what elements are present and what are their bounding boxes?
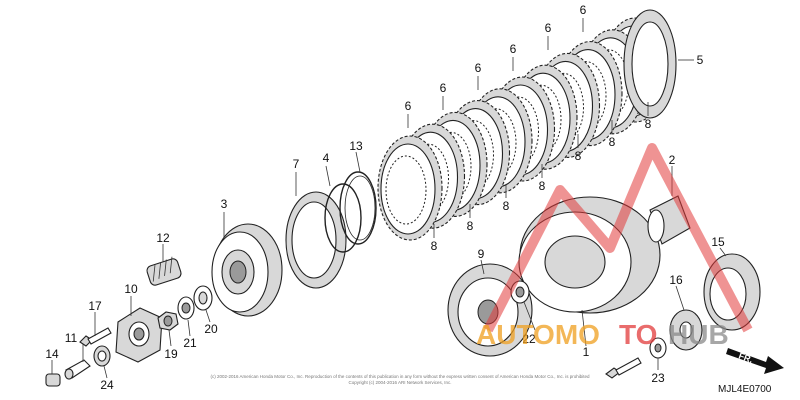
callout-10: 10 (124, 282, 138, 296)
part-callouts: 3 7 4 13 12 10 17 11 14 24 19 21 20 9 22… (45, 53, 725, 392)
direction-label: FR. (737, 350, 754, 364)
callout-6: 6 (475, 61, 482, 75)
watermark-logo (483, 143, 753, 333)
callout-8: 8 (467, 219, 474, 233)
callout-7: 7 (293, 157, 300, 171)
lifter-plate (115, 307, 163, 363)
bolt-17 (79, 327, 112, 347)
callout-8: 8 (645, 117, 652, 131)
callout-8: 8 (609, 135, 616, 149)
callout-21: 23 (651, 371, 665, 385)
watermark-text-part2: TO (619, 319, 657, 350)
callout-20: 20 (204, 322, 218, 336)
clutch-disc (377, 135, 443, 241)
washer-22 (177, 296, 195, 320)
callout-6: 6 (405, 99, 412, 113)
copyright-line-2: Copyright (c) 2004-2016 ARI Network Serv… (348, 380, 451, 385)
watermark-text-part1: AUTOMO (476, 319, 600, 350)
leader-lines (51, 59, 727, 379)
callout-6: 6 (545, 21, 552, 35)
callout-19: 19 (164, 347, 178, 361)
watermark-mountain-icon (483, 143, 753, 333)
callout-14: 14 (45, 347, 59, 361)
pressure-plate (285, 191, 347, 289)
clutch-plate-stack (377, 17, 668, 241)
callout-8: 8 (575, 149, 582, 163)
callout-15: 15 (711, 235, 725, 249)
bolt-right (605, 357, 642, 379)
callout-22: 21 (183, 336, 197, 350)
clutch-outer (518, 196, 661, 314)
callout-17: 17 (88, 299, 102, 313)
callout-23: 22 (522, 332, 536, 346)
copyright-line-1: (c) 2002-2016 American Honda Motor Co., … (211, 374, 590, 379)
clutch-spring (146, 256, 182, 286)
callout-12: 12 (156, 231, 170, 245)
clutch-outer-rear-plate (623, 9, 677, 119)
arrow-right-icon (726, 348, 784, 374)
rod-14 (45, 373, 61, 387)
callout-8: 8 (539, 179, 546, 193)
callout-3: 3 (221, 197, 228, 211)
callout-5: 5 (697, 53, 704, 67)
callout-24: 24 (100, 378, 114, 392)
pin-11 (64, 359, 91, 380)
lock-nut (157, 311, 179, 331)
spring-seat (324, 183, 362, 253)
diagram-code: MJL4E0700 (718, 384, 772, 395)
callout-4: 4 (323, 151, 330, 165)
callout-2: 2 (669, 153, 676, 167)
washer-20 (193, 285, 213, 311)
callout-6: 6 (510, 42, 517, 56)
callout-11: 11 (65, 331, 78, 345)
small-gear (669, 309, 703, 351)
callout-9: 9 (478, 247, 485, 261)
front-direction-arrow: FR. (726, 348, 784, 374)
judder-spring (339, 171, 377, 245)
watermark-text: AUTOMO TO HUB (476, 319, 729, 350)
callout-16: 16 (669, 273, 683, 287)
callout-8: 8 (503, 199, 510, 213)
callout-1: 1 (583, 345, 590, 359)
clutch-center (211, 223, 283, 317)
washer-21 (649, 337, 667, 359)
repeat-callouts: 6 6 6 6 6 6 8 8 8 8 8 8 8 (405, 3, 652, 253)
bearing-24 (93, 345, 111, 367)
callout-6: 6 (580, 3, 587, 17)
callout-8: 8 (431, 239, 438, 253)
watermark-text-part3: HUB (668, 319, 729, 350)
callout-6: 6 (440, 81, 447, 95)
callout-13: 13 (349, 139, 363, 153)
